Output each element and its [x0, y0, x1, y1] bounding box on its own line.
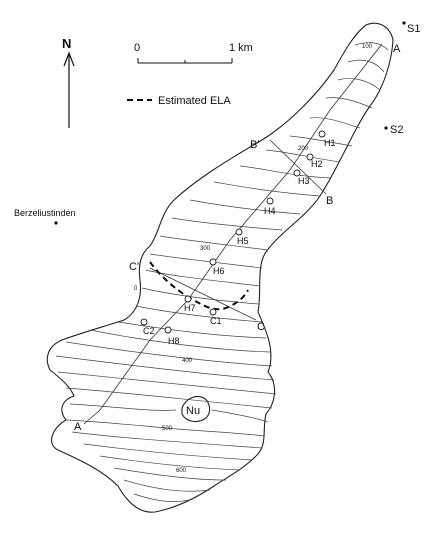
contour-label-0: 0	[134, 286, 138, 292]
stake-h1-label: H1	[324, 138, 336, 148]
profile-b-east-label: B	[326, 195, 333, 207]
ela-legend-label: Estimated ELA	[158, 95, 231, 107]
stake-h5	[235, 228, 243, 236]
contour-label-200: 200	[298, 146, 309, 152]
profile-line-b	[269, 139, 327, 195]
nunatak-label: Nu	[186, 405, 200, 417]
contour-label-600: 600	[176, 468, 187, 474]
stake-h4-label: H4	[264, 206, 276, 216]
contour-label-400: 400	[182, 358, 193, 364]
profile-c-west-label: C'	[129, 261, 139, 273]
s2-label: S2	[390, 124, 403, 136]
nunatak-outline	[181, 395, 211, 423]
stake-h4	[266, 197, 274, 205]
stake-h7	[184, 295, 192, 303]
contour-lines	[55, 42, 389, 502]
stakes	[140, 130, 326, 334]
stake-h5-label: H5	[237, 236, 249, 246]
contour-label-500: 500	[162, 426, 173, 432]
stake-c1-label: C1	[210, 316, 222, 326]
stake-c1	[209, 308, 217, 316]
profile-a-north-label: A	[393, 43, 401, 55]
stake-h8	[164, 326, 172, 334]
s2-point	[384, 126, 388, 130]
scale-bar	[137, 58, 233, 64]
berzelius-label: Berzeliustinden	[14, 208, 76, 218]
stake-h6-label: H6	[213, 266, 225, 276]
stake-h2-label: H2	[311, 159, 323, 169]
stake-h8-label: H8	[168, 336, 180, 346]
s1-label: S1	[407, 23, 420, 35]
profile-line-a	[83, 43, 383, 425]
stake-h1	[318, 130, 326, 138]
scale-start-label: 0	[134, 42, 140, 54]
stake-h3	[293, 169, 301, 177]
scale-end-label: 1 km	[229, 42, 253, 54]
profile-a-south-label: A	[74, 421, 82, 433]
stake-h3-label: H3	[298, 176, 310, 186]
contour-label-100: 100	[362, 44, 373, 50]
contour-label-300: 300	[200, 246, 211, 252]
berzelius-point	[54, 221, 58, 225]
north-arrow	[63, 51, 75, 128]
stake-h7-label: H7	[184, 303, 196, 313]
s1-point	[402, 21, 406, 25]
ela-line	[149, 261, 249, 311]
profile-b-west-label: B'	[250, 139, 259, 151]
north-label: N	[62, 36, 71, 51]
stake-h2	[306, 153, 314, 161]
profile-c-east-label: C	[257, 321, 265, 333]
profile-line-c	[149, 267, 257, 321]
stake-c2-label: C2	[143, 326, 155, 336]
stake-h6	[209, 258, 217, 266]
stake-c2	[140, 318, 148, 326]
